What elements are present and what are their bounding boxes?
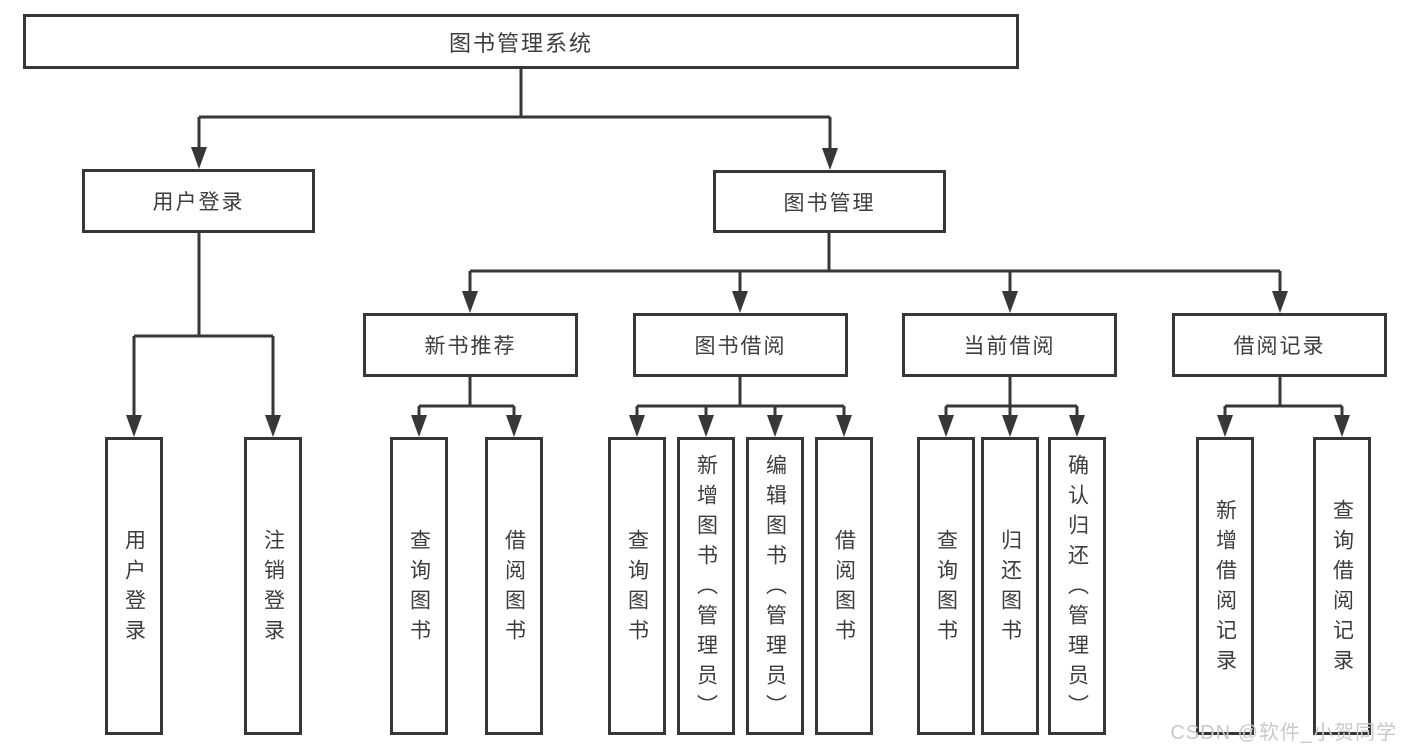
csdn-watermark: CSDN @软件_小贺同学	[1170, 722, 1397, 744]
node-new-book-recommend: 新书推荐	[363, 313, 578, 377]
node-book-management: 图书管理	[713, 170, 946, 233]
node-user-login: 用户登录	[82, 169, 315, 233]
node-leaf-query-borrow-record: 查询借阅记录	[1313, 437, 1371, 735]
node-root-system: 图书管理系统	[23, 14, 1019, 69]
node-leaf-user-login: 用户登录	[105, 437, 163, 735]
node-current-borrow: 当前借阅	[902, 313, 1117, 377]
node-leaf-borrow-books-rec: 借阅图书	[485, 437, 543, 735]
node-book-borrow: 图书借阅	[633, 313, 848, 377]
node-leaf-query-books-current: 查询图书	[917, 437, 975, 735]
node-leaf-logout: 注销登录	[244, 437, 302, 735]
arrowhead-icons	[126, 147, 1350, 437]
node-leaf-return-books: 归还图书	[981, 437, 1039, 735]
node-leaf-query-books-rec: 查询图书	[390, 437, 448, 735]
node-leaf-borrow-books: 借阅图书	[815, 437, 873, 735]
node-leaf-add-borrow-record: 新增借阅记录	[1196, 437, 1254, 735]
node-borrow-records: 借阅记录	[1172, 313, 1387, 377]
node-leaf-edit-books-admin: 编辑图书（管理员）	[746, 437, 804, 735]
node-leaf-query-books-borrow: 查询图书	[608, 437, 666, 735]
node-leaf-add-books-admin: 新增图书（管理员）	[677, 437, 735, 735]
node-leaf-confirm-return-admin: 确认归还（管理员）	[1048, 437, 1106, 735]
